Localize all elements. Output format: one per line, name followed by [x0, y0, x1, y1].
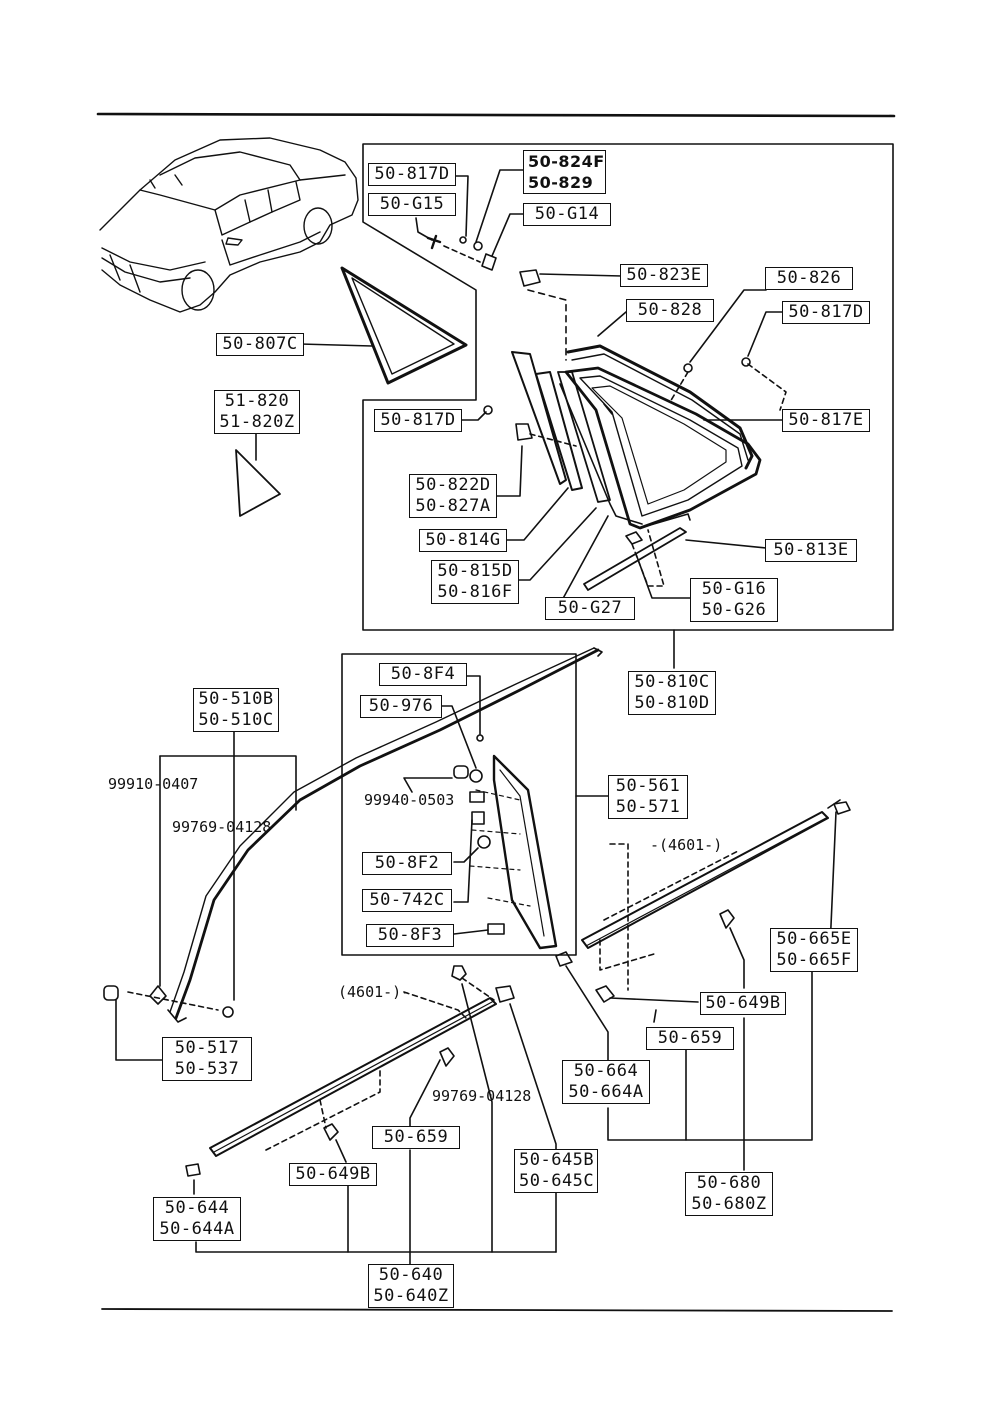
text-99769-04128-upper: 99769-04128: [172, 818, 272, 836]
label-50-823e: 50-823E: [620, 264, 708, 287]
label-50-8f4: 50-8F4: [379, 663, 467, 686]
quarter-window-frame: [362, 143, 894, 631]
label-50-742c: 50-742C: [362, 889, 452, 912]
label-50-814g: 50-814G: [419, 529, 507, 552]
label-50-813e: 50-813E: [765, 539, 857, 562]
label-50-817e: 50-817E: [782, 409, 870, 432]
roof-moulding: [167, 647, 603, 1023]
car-sketch: [99, 137, 359, 313]
leader-817d-a: [454, 175, 469, 237]
label-50-976: 50-976: [360, 695, 442, 718]
text-4601-right: -(4601-): [650, 836, 723, 854]
bottom-rule: [101, 1308, 893, 1312]
leader-g14: [491, 213, 527, 257]
top-rule: [96, 112, 896, 118]
label-50-817d-top: 50-817D: [368, 163, 456, 186]
label-50-g27: 50-G27: [545, 597, 635, 620]
label-50-659-left: 50-659: [372, 1126, 460, 1149]
label-50-828: 50-828: [626, 299, 714, 322]
text-99769-04128-lower: 99769-04128: [432, 1087, 532, 1105]
rear-door-moulding: [581, 811, 829, 949]
front-door-moulding: [209, 997, 497, 1157]
label-50-817d-mid: 50-817D: [374, 409, 462, 432]
label-50-g14: 50-G14: [523, 203, 611, 226]
label-50-8f2: 50-8F2: [362, 852, 452, 875]
seal-triangle: [340, 266, 468, 385]
text-99940-0503: 99940-0503: [364, 791, 455, 809]
label-50-659-right: 50-659: [646, 1027, 734, 1050]
label-50-649b-left: 50-649B: [289, 1163, 377, 1186]
label-50-8f3: 50-8F3: [366, 924, 454, 947]
leader-g15: [415, 217, 433, 241]
applique-frame: [341, 653, 577, 956]
leader-807c: [299, 343, 373, 347]
text-4601-left: (4601-)-: [338, 983, 411, 1001]
label-50-g15: 50-G15: [368, 193, 456, 216]
label-50-826: 50-826: [765, 267, 853, 290]
text-99910-0407: 99910-0407: [108, 775, 199, 793]
glass-triangle: [235, 449, 281, 517]
label-50-817d-right: 50-817D: [782, 301, 870, 324]
label-50-649b-right: 50-649B: [700, 992, 786, 1015]
label-50-807c: 50-807C: [216, 333, 304, 356]
leader-824f: [475, 169, 527, 243]
